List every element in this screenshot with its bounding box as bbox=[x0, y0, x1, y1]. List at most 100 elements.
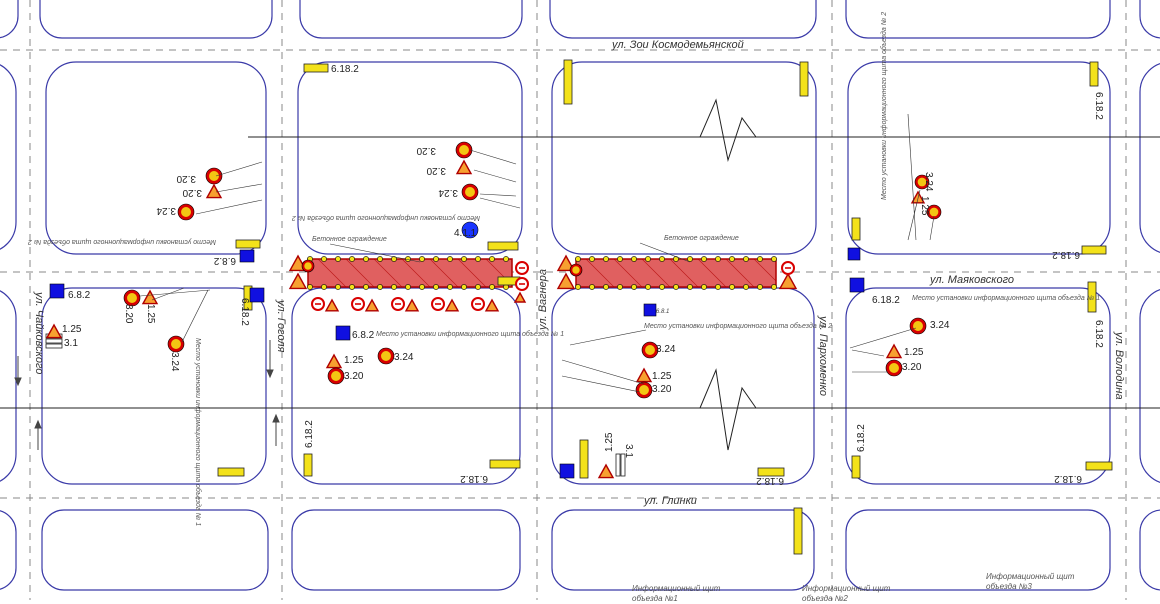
city-blocks bbox=[0, 0, 1160, 591]
barrier-lamp bbox=[419, 256, 425, 262]
street-glinki: ул. Глинки bbox=[643, 495, 697, 507]
legend-shield-3: Информационный щит объезда №3 bbox=[986, 572, 1075, 591]
barrier-lamp bbox=[405, 284, 411, 290]
barrier-lamp bbox=[391, 284, 397, 290]
barrier-lamp bbox=[743, 256, 749, 262]
warning-triangle-icon bbox=[556, 254, 576, 272]
block-r2-c3 bbox=[551, 287, 815, 485]
barrier-lamp bbox=[673, 284, 679, 290]
warning-triangle-icon bbox=[205, 183, 223, 199]
warning-triangle-icon bbox=[635, 367, 653, 383]
code-6-8-3-top: 6.8.2 bbox=[213, 255, 236, 266]
note-info-shield-gogol: Место установки информационного щита объ… bbox=[376, 330, 564, 338]
warning-triangle-icon bbox=[597, 463, 615, 479]
legend-shield-1: Информационный щит объезда №1 bbox=[632, 584, 721, 603]
barrier-lamp bbox=[363, 284, 369, 290]
code-1-25-g: 1.25 bbox=[904, 347, 924, 358]
code-3-24-a: 3.24 bbox=[156, 205, 176, 216]
barrier-lamp bbox=[447, 284, 453, 290]
leader-lines bbox=[139, 113, 935, 393]
barrier-lamp bbox=[575, 256, 581, 262]
block-r1-far-right bbox=[1139, 63, 1160, 253]
code-6-18-2-bottom-right: 6.18.2 bbox=[1054, 473, 1082, 484]
prohibitory-sign-icon bbox=[301, 259, 315, 273]
barrier-lamp bbox=[589, 284, 595, 290]
code-1-25-c: 1.25 bbox=[62, 324, 82, 335]
barrier-lamp bbox=[729, 284, 735, 290]
barrier-lamp bbox=[377, 284, 383, 290]
barrier-lamp bbox=[757, 284, 763, 290]
barrier-lamp bbox=[321, 256, 327, 262]
prohibitory-sign-icon bbox=[205, 167, 223, 185]
no-entry-sign-icon bbox=[431, 297, 445, 311]
warning-triangle-icon bbox=[325, 353, 343, 369]
code-3-24-e: 3.24 bbox=[656, 344, 676, 355]
barrier-label-left: Бетонное ограждение bbox=[312, 235, 387, 243]
barrier-lamps bbox=[307, 256, 777, 290]
warning-triangle-icon bbox=[778, 272, 798, 290]
warning-triangle-icon bbox=[556, 272, 576, 290]
blue-signs bbox=[49, 247, 865, 479]
barrier-lamp bbox=[645, 256, 651, 262]
prohibitory-sign-icon bbox=[167, 335, 185, 353]
prohibitory-sign-icon bbox=[914, 174, 930, 190]
block-bottom-far-left bbox=[0, 510, 17, 590]
block-r1-far-left bbox=[0, 64, 17, 250]
barrier-label-right: Бетонное ограждение bbox=[664, 234, 739, 242]
barrier-lamp bbox=[617, 284, 623, 290]
code-1-25-h: 1.25 bbox=[919, 196, 930, 216]
block-r2-far-left bbox=[0, 290, 17, 482]
barrier-right bbox=[575, 258, 777, 288]
barrier-lamp bbox=[631, 256, 637, 262]
barrier-lamp bbox=[349, 284, 355, 290]
warning-triangle-icon bbox=[288, 272, 308, 290]
warning-triangle-icon bbox=[141, 289, 159, 305]
lane-arrows bbox=[14, 340, 280, 450]
code-1-25-d: 1.25 bbox=[145, 304, 156, 324]
barrier-lamp bbox=[757, 256, 763, 262]
code-1-25-e: 1.25 bbox=[344, 355, 364, 366]
prohibitory-sign-icon bbox=[123, 289, 141, 307]
code-6-8-2-left: 6.8.2 bbox=[68, 290, 91, 301]
block-r2-c1 bbox=[41, 287, 267, 485]
street-volodina: ул. Володина bbox=[1113, 331, 1125, 400]
barrier-lamp bbox=[503, 256, 509, 262]
barrier-lamp bbox=[771, 256, 777, 262]
code-6-18-2-chaik: 6.18.2 bbox=[239, 298, 250, 326]
barrier-lamp bbox=[687, 256, 693, 262]
barrier-lamp bbox=[419, 284, 425, 290]
code-3-20-d: 3.20 bbox=[344, 371, 364, 382]
block-r2-c2 bbox=[291, 287, 521, 485]
block-r1-c4 bbox=[847, 61, 1111, 255]
prohibitory-sign-icon bbox=[455, 141, 473, 159]
block-top-right-strip bbox=[845, 0, 1111, 39]
barrier-lamp bbox=[433, 256, 439, 262]
street-gogolya: ул. Гоголя bbox=[275, 299, 287, 353]
warning-triangle-icon bbox=[404, 298, 420, 312]
code-6-8-2-gogol: 6.8.2 bbox=[352, 330, 375, 341]
code-3-20-f: 3.20 bbox=[902, 362, 922, 373]
block-bottom-far-right bbox=[1139, 509, 1160, 591]
code-6-18-2-parkh-left: 6.18.2 bbox=[856, 424, 867, 452]
warning-triangle-icon bbox=[364, 298, 380, 312]
barrier-lamp bbox=[489, 256, 495, 262]
code-6-18-2-r2: 6.18.2 bbox=[1052, 249, 1080, 260]
code-6-18-2-mayak: 6.18.2 bbox=[872, 295, 900, 306]
code-6-18-2-parkh: 6.18.2 bbox=[756, 475, 784, 486]
barrier-lamp bbox=[687, 284, 693, 290]
legend-shield-2: Информационный щит объезда №2 bbox=[802, 584, 891, 603]
warning-triangle-icon bbox=[45, 323, 63, 339]
prohibitory-sign-icon bbox=[327, 367, 345, 385]
warning-triangle-icon bbox=[455, 159, 473, 175]
barrier-lamp bbox=[659, 284, 665, 290]
sign-3-1-stacks bbox=[45, 333, 626, 477]
block-top-left-strip bbox=[39, 0, 273, 39]
barrier-lamp bbox=[321, 284, 327, 290]
block-top-far-right bbox=[1139, 0, 1160, 39]
block-top-far-left bbox=[0, 0, 19, 39]
code-1-25-b: 3.20 bbox=[426, 165, 446, 176]
street-mayakovskogo: ул. Маяковского bbox=[929, 274, 1014, 286]
code-6-18-2-volodina: 6.18.2 bbox=[1093, 320, 1104, 348]
code-3-20-e: 3.20 bbox=[652, 384, 672, 395]
